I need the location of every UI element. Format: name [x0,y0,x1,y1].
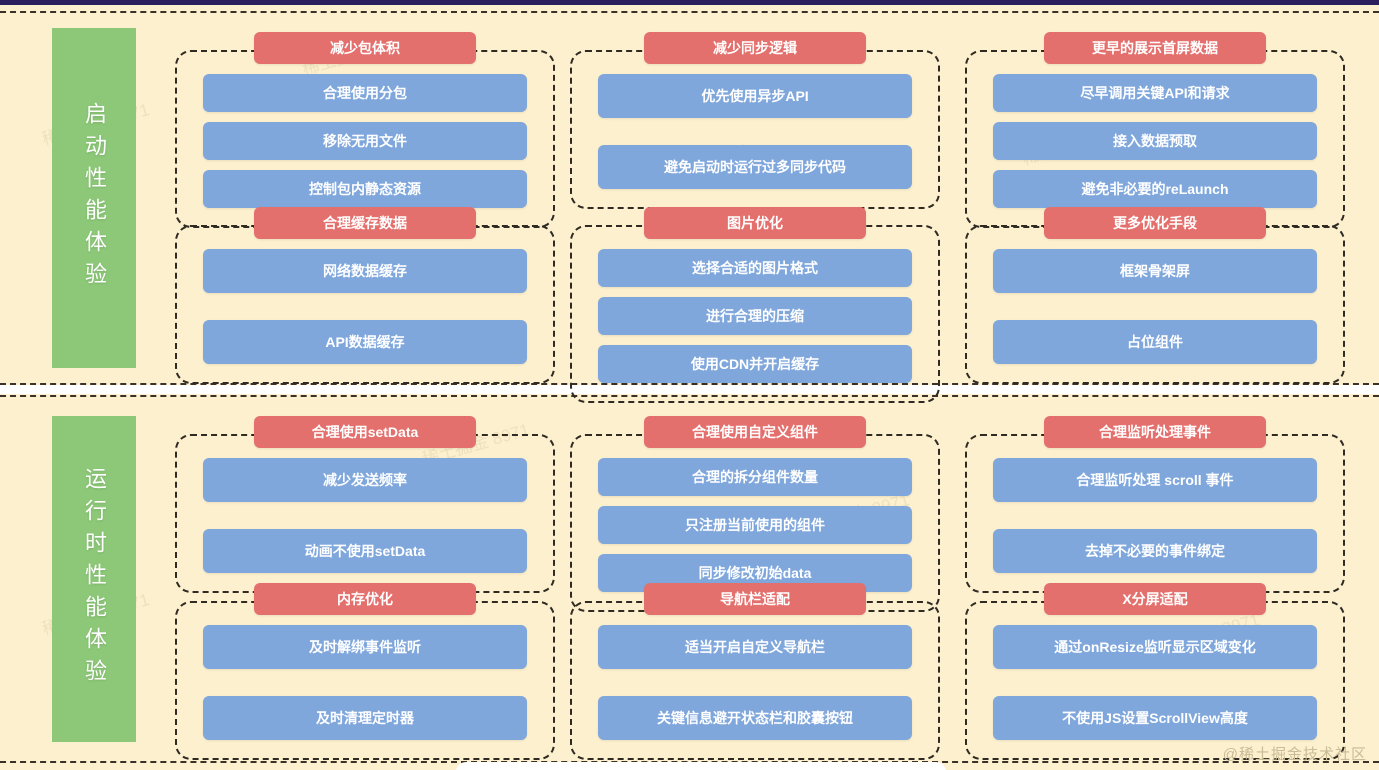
card-title: 合理使用setData [254,416,476,448]
card-title: 导航栏适配 [644,583,866,615]
list-item[interactable]: 选择合适的图片格式 [598,249,912,287]
card-items: 通过onResize监听显示区域变化 不使用JS设置ScrollView高度 [965,601,1345,760]
column-2: 减少同步逻辑 优先使用异步API 避免启动时运行过多同步代码 图片优化 选择合适… [570,14,940,403]
list-item[interactable]: 及时清理定时器 [203,696,527,740]
card-items: 减少发送频率 动画不使用setData [175,434,555,593]
card-items: 框架骨架屏 占位组件 [965,225,1345,384]
top-accent-strip [0,0,1379,5]
list-item[interactable]: 适当开启自定义导航栏 [598,625,912,669]
card-title: 图片优化 [644,207,866,239]
card-items: 尽早调用关键API和请求 接入数据预取 避免非必要的reLaunch [965,50,1345,228]
list-item[interactable]: 合理使用分包 [203,74,527,112]
list-item[interactable]: API数据缓存 [203,320,527,364]
list-item[interactable]: 尽早调用关键API和请求 [993,74,1317,112]
card-title: 合理使用自定义组件 [644,416,866,448]
list-item[interactable]: 动画不使用setData [203,529,527,573]
section-gap [0,385,1379,394]
card-items: 网络数据缓存 API数据缓存 [175,225,555,384]
list-item[interactable]: 去掉不必要的事件绑定 [993,529,1317,573]
divider-dashed-top [0,11,1379,13]
list-item[interactable]: 避免非必要的reLaunch [993,170,1317,208]
column-3: 更早的展示首屏数据 尽早调用关键API和请求 接入数据预取 避免非必要的reLa… [965,14,1345,384]
section-startup-performance: 启动性能体验 减少包体积 合理使用分包 移除无用文件 控制包内静态资源 合理缓存… [0,14,1379,403]
card-title: 合理缓存数据 [254,207,476,239]
list-item[interactable]: 减少发送频率 [203,458,527,502]
site-watermark: @稀土掘金技术社区 [1222,746,1367,763]
bottom-sheet [456,762,946,770]
column-2: 合理使用自定义组件 合理的拆分组件数量 只注册当前使用的组件 同步修改初始dat… [570,398,940,760]
card-items: 合理监听处理 scroll 事件 去掉不必要的事件绑定 [965,434,1345,593]
divider-dashed-middle-upper [0,383,1379,385]
card-title: 更多优化手段 [1044,207,1266,239]
column-3: 合理监听处理事件 合理监听处理 scroll 事件 去掉不必要的事件绑定 X分屏… [965,398,1345,760]
card-title: 更早的展示首屏数据 [1044,32,1266,64]
card-items: 合理使用分包 移除无用文件 控制包内静态资源 [175,50,555,228]
list-item[interactable]: 合理监听处理 scroll 事件 [993,458,1317,502]
list-item[interactable]: 避免启动时运行过多同步代码 [598,145,912,189]
list-item[interactable]: 控制包内静态资源 [203,170,527,208]
list-item[interactable]: 移除无用文件 [203,122,527,160]
section-label-startup: 启动性能体验 [52,28,136,368]
list-item[interactable]: 关键信息避开状态栏和胶囊按钮 [598,696,912,740]
card-title: 合理监听处理事件 [1044,416,1266,448]
list-item[interactable]: 网络数据缓存 [203,249,527,293]
list-item[interactable]: 及时解绑事件监听 [203,625,527,669]
card-items: 适当开启自定义导航栏 关键信息避开状态栏和胶囊按钮 [570,601,940,760]
divider-dashed-middle-lower [0,395,1379,397]
list-item[interactable]: 占位组件 [993,320,1317,364]
section-runtime-performance: 运行时性能体验 合理使用setData 减少发送频率 动画不使用setData … [0,398,1379,760]
list-item[interactable]: 不使用JS设置ScrollView高度 [993,696,1317,740]
list-item[interactable]: 使用CDN并开启缓存 [598,345,912,383]
list-item[interactable]: 进行合理的压缩 [598,297,912,335]
card-title: 内存优化 [254,583,476,615]
list-item[interactable]: 通过onResize监听显示区域变化 [993,625,1317,669]
card-items: 选择合适的图片格式 进行合理的压缩 使用CDN并开启缓存 [570,225,940,403]
list-item[interactable]: 框架骨架屏 [993,249,1317,293]
list-item[interactable]: 只注册当前使用的组件 [598,506,912,544]
card-title: X分屏适配 [1044,583,1266,615]
section-label-runtime: 运行时性能体验 [52,416,136,742]
list-item[interactable]: 接入数据预取 [993,122,1317,160]
card-items: 优先使用异步API 避免启动时运行过多同步代码 [570,50,940,209]
card-title: 减少包体积 [254,32,476,64]
list-item[interactable]: 合理的拆分组件数量 [598,458,912,496]
list-item[interactable]: 优先使用异步API [598,74,912,118]
column-1: 减少包体积 合理使用分包 移除无用文件 控制包内静态资源 合理缓存数据 网络数据… [175,14,555,384]
card-items: 及时解绑事件监听 及时清理定时器 [175,601,555,760]
column-1: 合理使用setData 减少发送频率 动画不使用setData 内存优化 及时解… [175,398,555,760]
card-title: 减少同步逻辑 [644,32,866,64]
